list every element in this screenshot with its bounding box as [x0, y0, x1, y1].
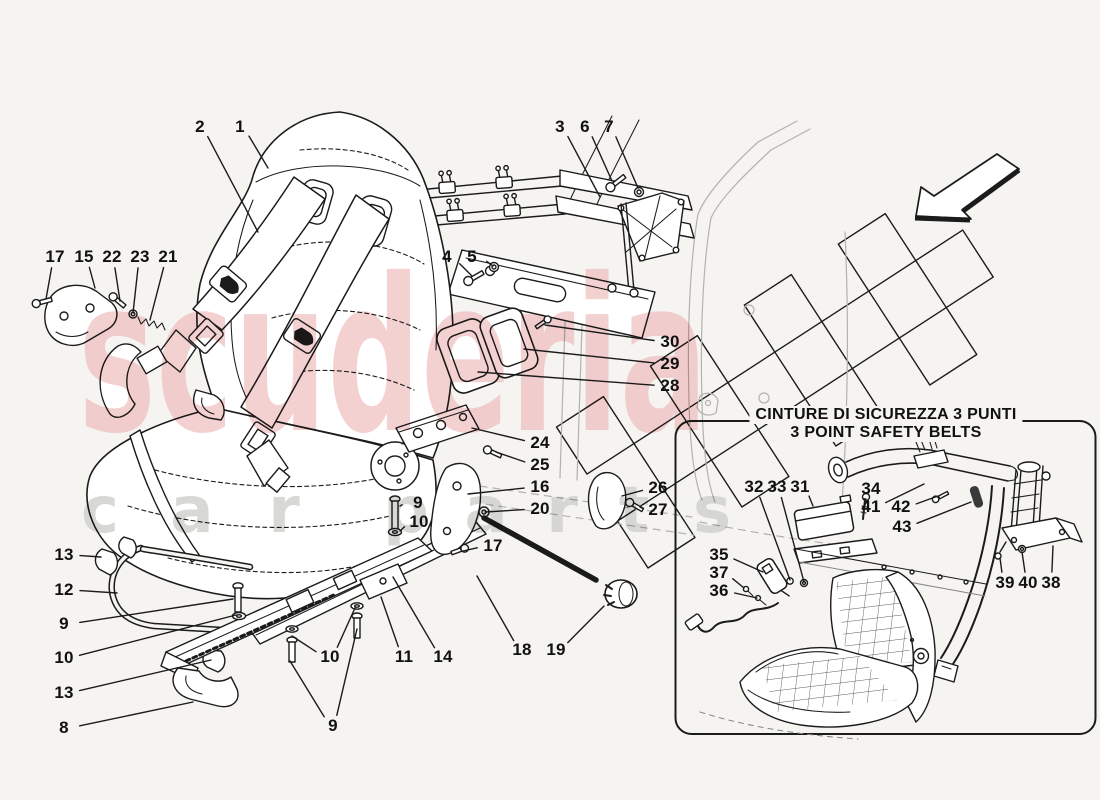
svg-text:r: r [546, 474, 578, 548]
seat-rails-assembly [94, 521, 487, 708]
svg-text:c: c [81, 474, 119, 548]
frame-washer [633, 186, 645, 198]
harness-belts [99, 176, 390, 563]
ferrari-patch [282, 318, 322, 354]
svg-text:s: s [693, 474, 731, 548]
inset-title-english: 3 POINT SAFETY BELTS [784, 424, 988, 442]
side-bracket-15 [31, 284, 166, 347]
frame-bolt [463, 270, 485, 287]
ferrari-patch [208, 265, 248, 303]
svg-text:r: r [268, 474, 300, 548]
inset-drawing [684, 437, 1083, 740]
seat-mounting-frame [412, 164, 695, 339]
svg-text:p: p [383, 474, 429, 548]
recliner-hardware [370, 307, 645, 609]
watermark-word: scuderia [78, 233, 708, 480]
checkered-flag-watermark [555, 212, 994, 569]
inset-title-italian: CINTURE DI SICUREZZA 3 PUNTI [749, 406, 1023, 424]
svg-text:a: a [170, 474, 213, 548]
svg-text:t: t [619, 474, 650, 548]
arrow-icon [914, 153, 1021, 223]
frame-screw [605, 173, 627, 193]
leader-lines [45, 135, 1054, 727]
